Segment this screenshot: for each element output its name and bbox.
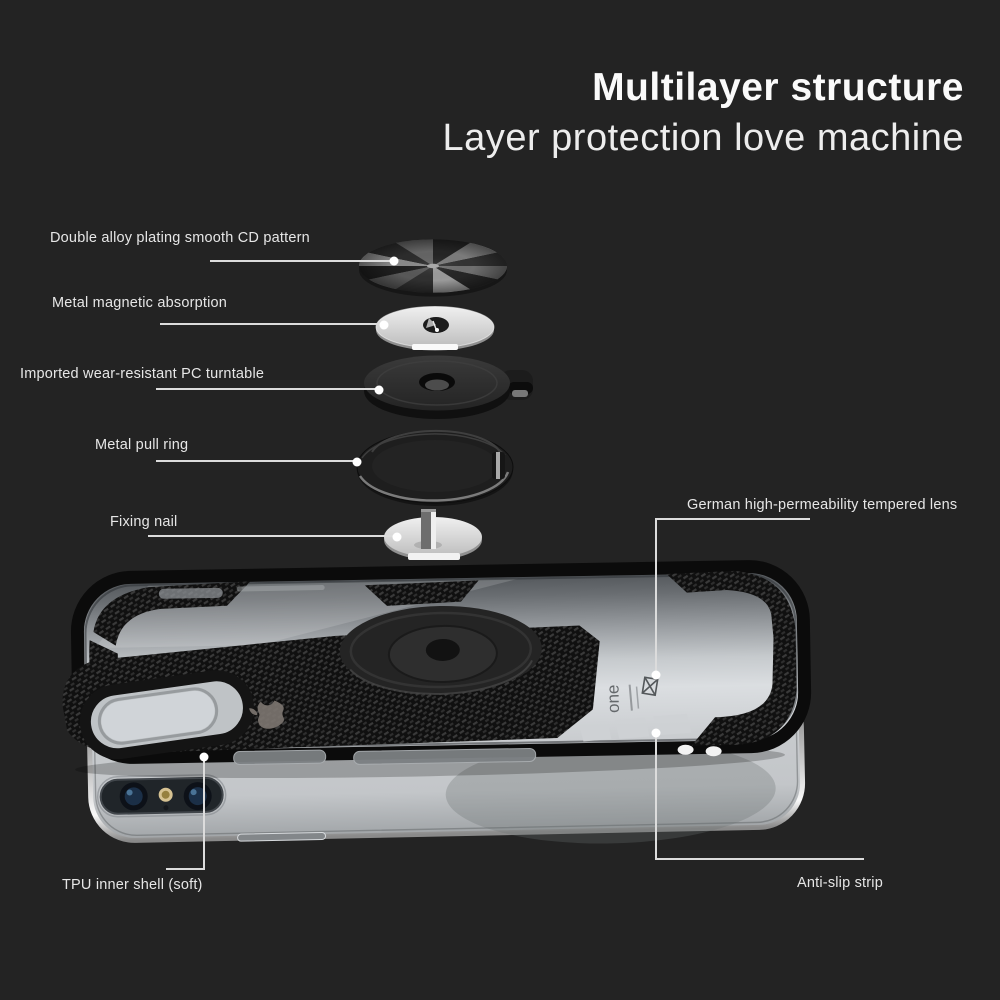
callout-pull-ring: Metal pull ring bbox=[95, 437, 189, 453]
leader-dot-cd bbox=[389, 256, 399, 266]
cd-pattern-disc bbox=[359, 239, 507, 297]
ring-mount bbox=[339, 605, 542, 695]
callout-tpu-shell: TPU inner shell (soft) bbox=[62, 877, 203, 893]
leader-dot-tpu bbox=[199, 752, 209, 762]
camera-cutout bbox=[79, 670, 254, 760]
regulatory-mark-icon bbox=[641, 676, 659, 697]
pc-turntable bbox=[364, 355, 533, 419]
leader-lines bbox=[148, 260, 864, 870]
leader-dot-nail bbox=[392, 532, 402, 542]
phone-sheen bbox=[445, 739, 776, 844]
callout-cd-pattern: Double alloy plating smooth CD pattern bbox=[50, 230, 310, 246]
leader-dot-magnet bbox=[379, 320, 389, 330]
apple-logo-icon bbox=[249, 700, 284, 729]
pull-ring bbox=[356, 429, 514, 506]
callout-fixing-nail: Fixing nail bbox=[110, 514, 178, 530]
speaker-dot bbox=[677, 744, 694, 755]
page-subtitle: Layer protection love machine bbox=[442, 117, 964, 159]
case-top-slot bbox=[158, 587, 223, 599]
case-illustration: one bbox=[62, 560, 812, 766]
anti-slip-strips bbox=[579, 713, 692, 742]
speaker-dot bbox=[705, 746, 722, 757]
phone-antenna-slot bbox=[237, 831, 327, 842]
fixing-nail bbox=[384, 509, 482, 560]
leader-line-antislip bbox=[655, 737, 864, 860]
leader-dot-lens bbox=[651, 670, 661, 680]
page-title: Multilayer structure bbox=[592, 66, 964, 109]
leader-dot-turntable bbox=[374, 385, 384, 395]
leader-line-lens bbox=[655, 518, 810, 671]
callout-magnet: Metal magnetic absorption bbox=[52, 295, 228, 311]
callout-turntable: Imported wear-resistant PC turntable bbox=[20, 366, 265, 382]
leader-dot-antislip bbox=[651, 728, 661, 738]
callout-tempered-lens: German high-permeability tempered lens bbox=[687, 497, 958, 513]
phone-camera-module bbox=[96, 774, 227, 818]
leader-dots bbox=[199, 256, 661, 762]
magnet-disc bbox=[375, 306, 495, 351]
carbon-top-right bbox=[666, 570, 796, 654]
leader-dot-ring bbox=[352, 457, 362, 467]
carbon-bottom-right bbox=[691, 634, 797, 746]
ring-mount-hole bbox=[425, 638, 460, 661]
phone-print-text: one bbox=[603, 684, 622, 713]
carbon-top-center bbox=[364, 580, 479, 606]
camera-mic-dot bbox=[163, 805, 169, 811]
case-top-line bbox=[236, 585, 325, 592]
case-bottom-slots bbox=[233, 713, 722, 766]
phone-back-print: one bbox=[603, 676, 659, 713]
leader-line-tpu bbox=[166, 761, 205, 870]
callout-anti-slip: Anti-slip strip bbox=[797, 875, 883, 891]
